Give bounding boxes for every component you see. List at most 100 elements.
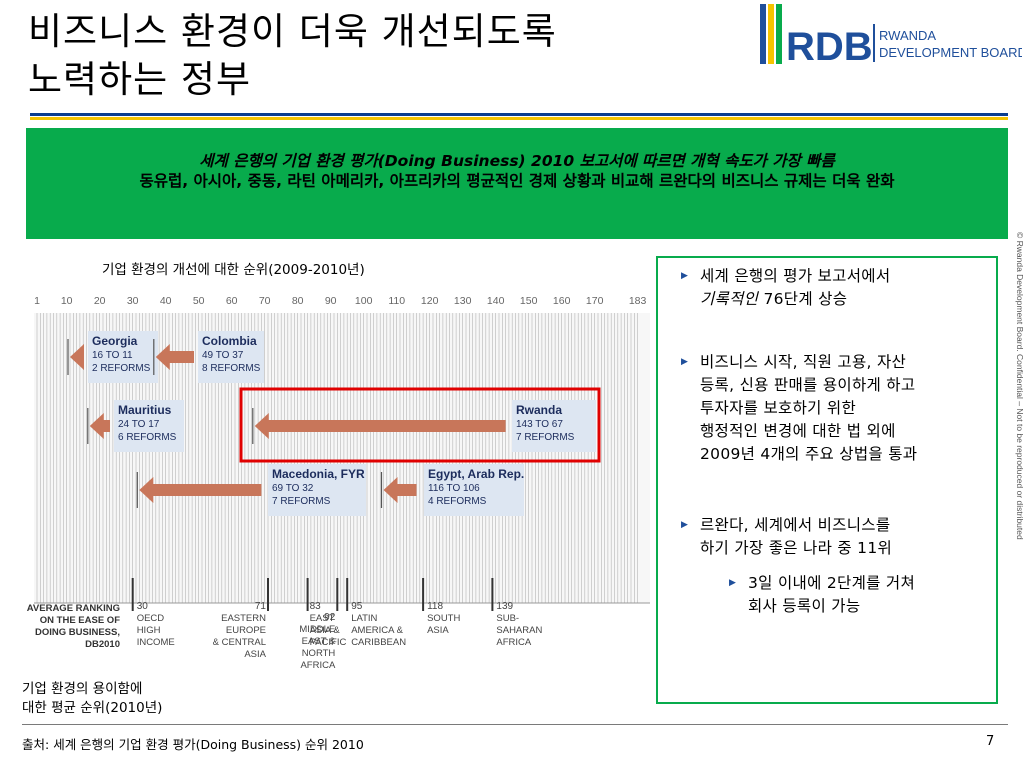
- footer-rule: [22, 724, 1008, 725]
- ranking-arrow-head: [254, 413, 269, 439]
- bullet-3: ▶ 르완다, 세계에서 비즈니스를 하기 가장 좋은 나라 중 11위: [681, 514, 893, 560]
- country-name: Georgia: [92, 334, 138, 348]
- country-name: Macedonia, FYR: [272, 467, 365, 481]
- bullet-3-line2: 하기 가장 좋은 나라 중 11위: [700, 539, 893, 557]
- average-rank-caption-line2: 대한 평균 순위(2010년): [22, 700, 163, 716]
- bullet-marker-icon: ▶: [681, 357, 689, 367]
- average-value: 92: [324, 612, 336, 623]
- bullet-3-line1: 르완다, 세계에서 비즈니스를: [700, 516, 891, 534]
- ranking-arrow-shaft: [151, 484, 262, 496]
- average-region-label: AFRICA: [300, 660, 336, 671]
- ranking-arrow-shaft: [395, 484, 417, 496]
- ranking-arrow-head: [383, 477, 398, 503]
- x-tick-label: 50: [193, 295, 205, 307]
- average-ranking-label: DOING BUSINESS,: [35, 627, 120, 638]
- country-reforms: 8 REFORMS: [202, 363, 261, 374]
- page-number: 7: [986, 734, 995, 749]
- bullet-2-line5: 2009년 4개의 주요 상법을 통과: [700, 445, 918, 463]
- bullet-marker-icon: ▶: [729, 578, 737, 588]
- country-reforms: 2 REFORMS: [92, 363, 151, 374]
- header-rule-yellow: [30, 117, 1008, 120]
- average-value: 95: [351, 601, 363, 612]
- bullet-marker-icon: ▶: [681, 271, 689, 281]
- bullet-2-line1: 비즈니스 시작, 직원 고용, 자산: [700, 353, 907, 371]
- average-region-label: LATIN: [351, 613, 377, 624]
- x-tick-label: 10: [61, 295, 73, 307]
- ranking-arrow-head: [89, 413, 104, 439]
- logo-stripe-yellow: [768, 4, 774, 64]
- country-reforms: 4 REFORMS: [428, 496, 487, 507]
- average-ranking-label: ON THE EASE OF: [40, 615, 120, 626]
- x-tick-label: 140: [487, 295, 505, 307]
- country-reforms: 7 REFORMS: [516, 432, 575, 443]
- x-tick-label: 30: [127, 295, 139, 307]
- rdb-logo: RDB RWANDA DEVELOPMENT BOARD: [760, 4, 1022, 64]
- bullet-1-rest: 76단계 상승: [758, 290, 848, 308]
- country-label-box: [424, 464, 524, 516]
- bullet-panel: [656, 256, 998, 704]
- country-name: Rwanda: [516, 403, 562, 417]
- logo-line2: DEVELOPMENT BOARD: [879, 45, 1022, 60]
- bullet-3-sub-line2: 회사 등록이 가능: [748, 597, 861, 615]
- average-region-label: PACIFIC: [310, 637, 347, 648]
- country-name: Egypt, Arab Rep.: [428, 467, 524, 481]
- country-reforms: 7 REFORMS: [272, 496, 331, 507]
- ranking-arrow-shaft: [266, 420, 506, 432]
- average-region-label: CARIBBEAN: [351, 637, 406, 648]
- average-region-label: EAST &: [302, 636, 336, 647]
- average-value: 71: [255, 601, 267, 612]
- bullet-marker-icon: ▶: [681, 520, 689, 530]
- x-tick-label: 100: [355, 295, 373, 307]
- x-tick-label: 183: [629, 295, 647, 307]
- slide-title-line2: 노력하는 정부: [28, 58, 252, 101]
- x-tick-label: 120: [421, 295, 439, 307]
- average-region-label: EUROPE: [226, 625, 266, 636]
- x-tick-label: 20: [94, 295, 106, 307]
- header-rule-blue: [30, 113, 1008, 116]
- logo-stripe-green: [776, 4, 782, 64]
- bullet-1-emphasis: 기록적인: [700, 290, 759, 308]
- average-region-label: SOUTH: [427, 613, 460, 624]
- average-region-label: SUB-: [496, 613, 519, 624]
- average-region-label: OECD: [137, 613, 165, 624]
- average-region-label: AFRICA: [496, 637, 532, 648]
- average-ranking-label: DB2010: [85, 639, 120, 650]
- country-label-box: [512, 400, 596, 452]
- average-region-label: ASIA: [244, 649, 266, 660]
- average-rank-caption: 기업 환경의 용이함에 대한 평균 순위(2010년): [22, 680, 162, 718]
- country-rank-change: 24 TO 17: [118, 419, 160, 430]
- x-tick-label: 150: [520, 295, 538, 307]
- logo-mark: RDB: [786, 25, 873, 64]
- average-value: 139: [496, 601, 513, 612]
- bullet-3-sub: ▶ 3일 이내에 2단계를 거쳐 회사 등록이 가능: [729, 572, 915, 618]
- bullet-1: ▶ 세계 은행의 평가 보고서에서 기록적인 76단계 상승: [681, 265, 890, 311]
- country-rank-change: 143 TO 67: [516, 419, 563, 430]
- average-region-label: HIGH: [137, 625, 161, 636]
- country-name: Mauritius: [118, 403, 172, 417]
- summary-banner: 세계 은행의 기업 환경 평가(Doing Business) 2010 보고서…: [26, 128, 1008, 239]
- ranking-arrow-shaft: [101, 420, 110, 432]
- bullet-2-line4: 행정적인 변경에 대한 법 외에: [700, 422, 896, 440]
- average-region-label: ASIA: [427, 625, 449, 636]
- average-region-label: MIDDLE: [299, 624, 335, 635]
- x-tick-label: 70: [259, 295, 271, 307]
- country-label-box: [88, 331, 158, 383]
- average-region-label: AMERICA &: [351, 625, 403, 636]
- x-tick-label: 40: [160, 295, 172, 307]
- ranking-arrow-head: [155, 344, 170, 370]
- source-footer: 출처: 세계 은행의 기업 환경 평가(Doing Business) 순위 2…: [22, 734, 364, 753]
- x-tick-label: 90: [325, 295, 337, 307]
- country-label-box: [268, 464, 366, 516]
- average-region-label: EASTERN: [221, 613, 266, 624]
- bullet-2-line2: 등록, 신용 판매를 용이하게 하고: [700, 376, 916, 394]
- chart-title: 기업 환경의 개선에 대한 순위(2009-2010년): [102, 262, 365, 278]
- bullet-2: ▶ 비즈니스 시작, 직원 고용, 자산 등록, 신용 판매를 용이하게 하고 …: [681, 351, 918, 466]
- country-rank-change: 116 TO 106: [428, 483, 480, 494]
- banner-line2: 동유럽, 아시아, 중동, 라틴 아메리카, 아프리카의 평균적인 경제 상황과…: [139, 172, 895, 190]
- source-text: 세계 은행의 기업 환경 평가(Doing Business) 순위 2010: [49, 737, 364, 752]
- slide-title: 비즈니스 환경이 더욱 개선되도록 노력하는 정부: [28, 8, 557, 104]
- source-label: 출처:: [22, 737, 50, 752]
- average-region-label: EAST: [310, 613, 335, 624]
- x-tick-label: 170: [586, 295, 604, 307]
